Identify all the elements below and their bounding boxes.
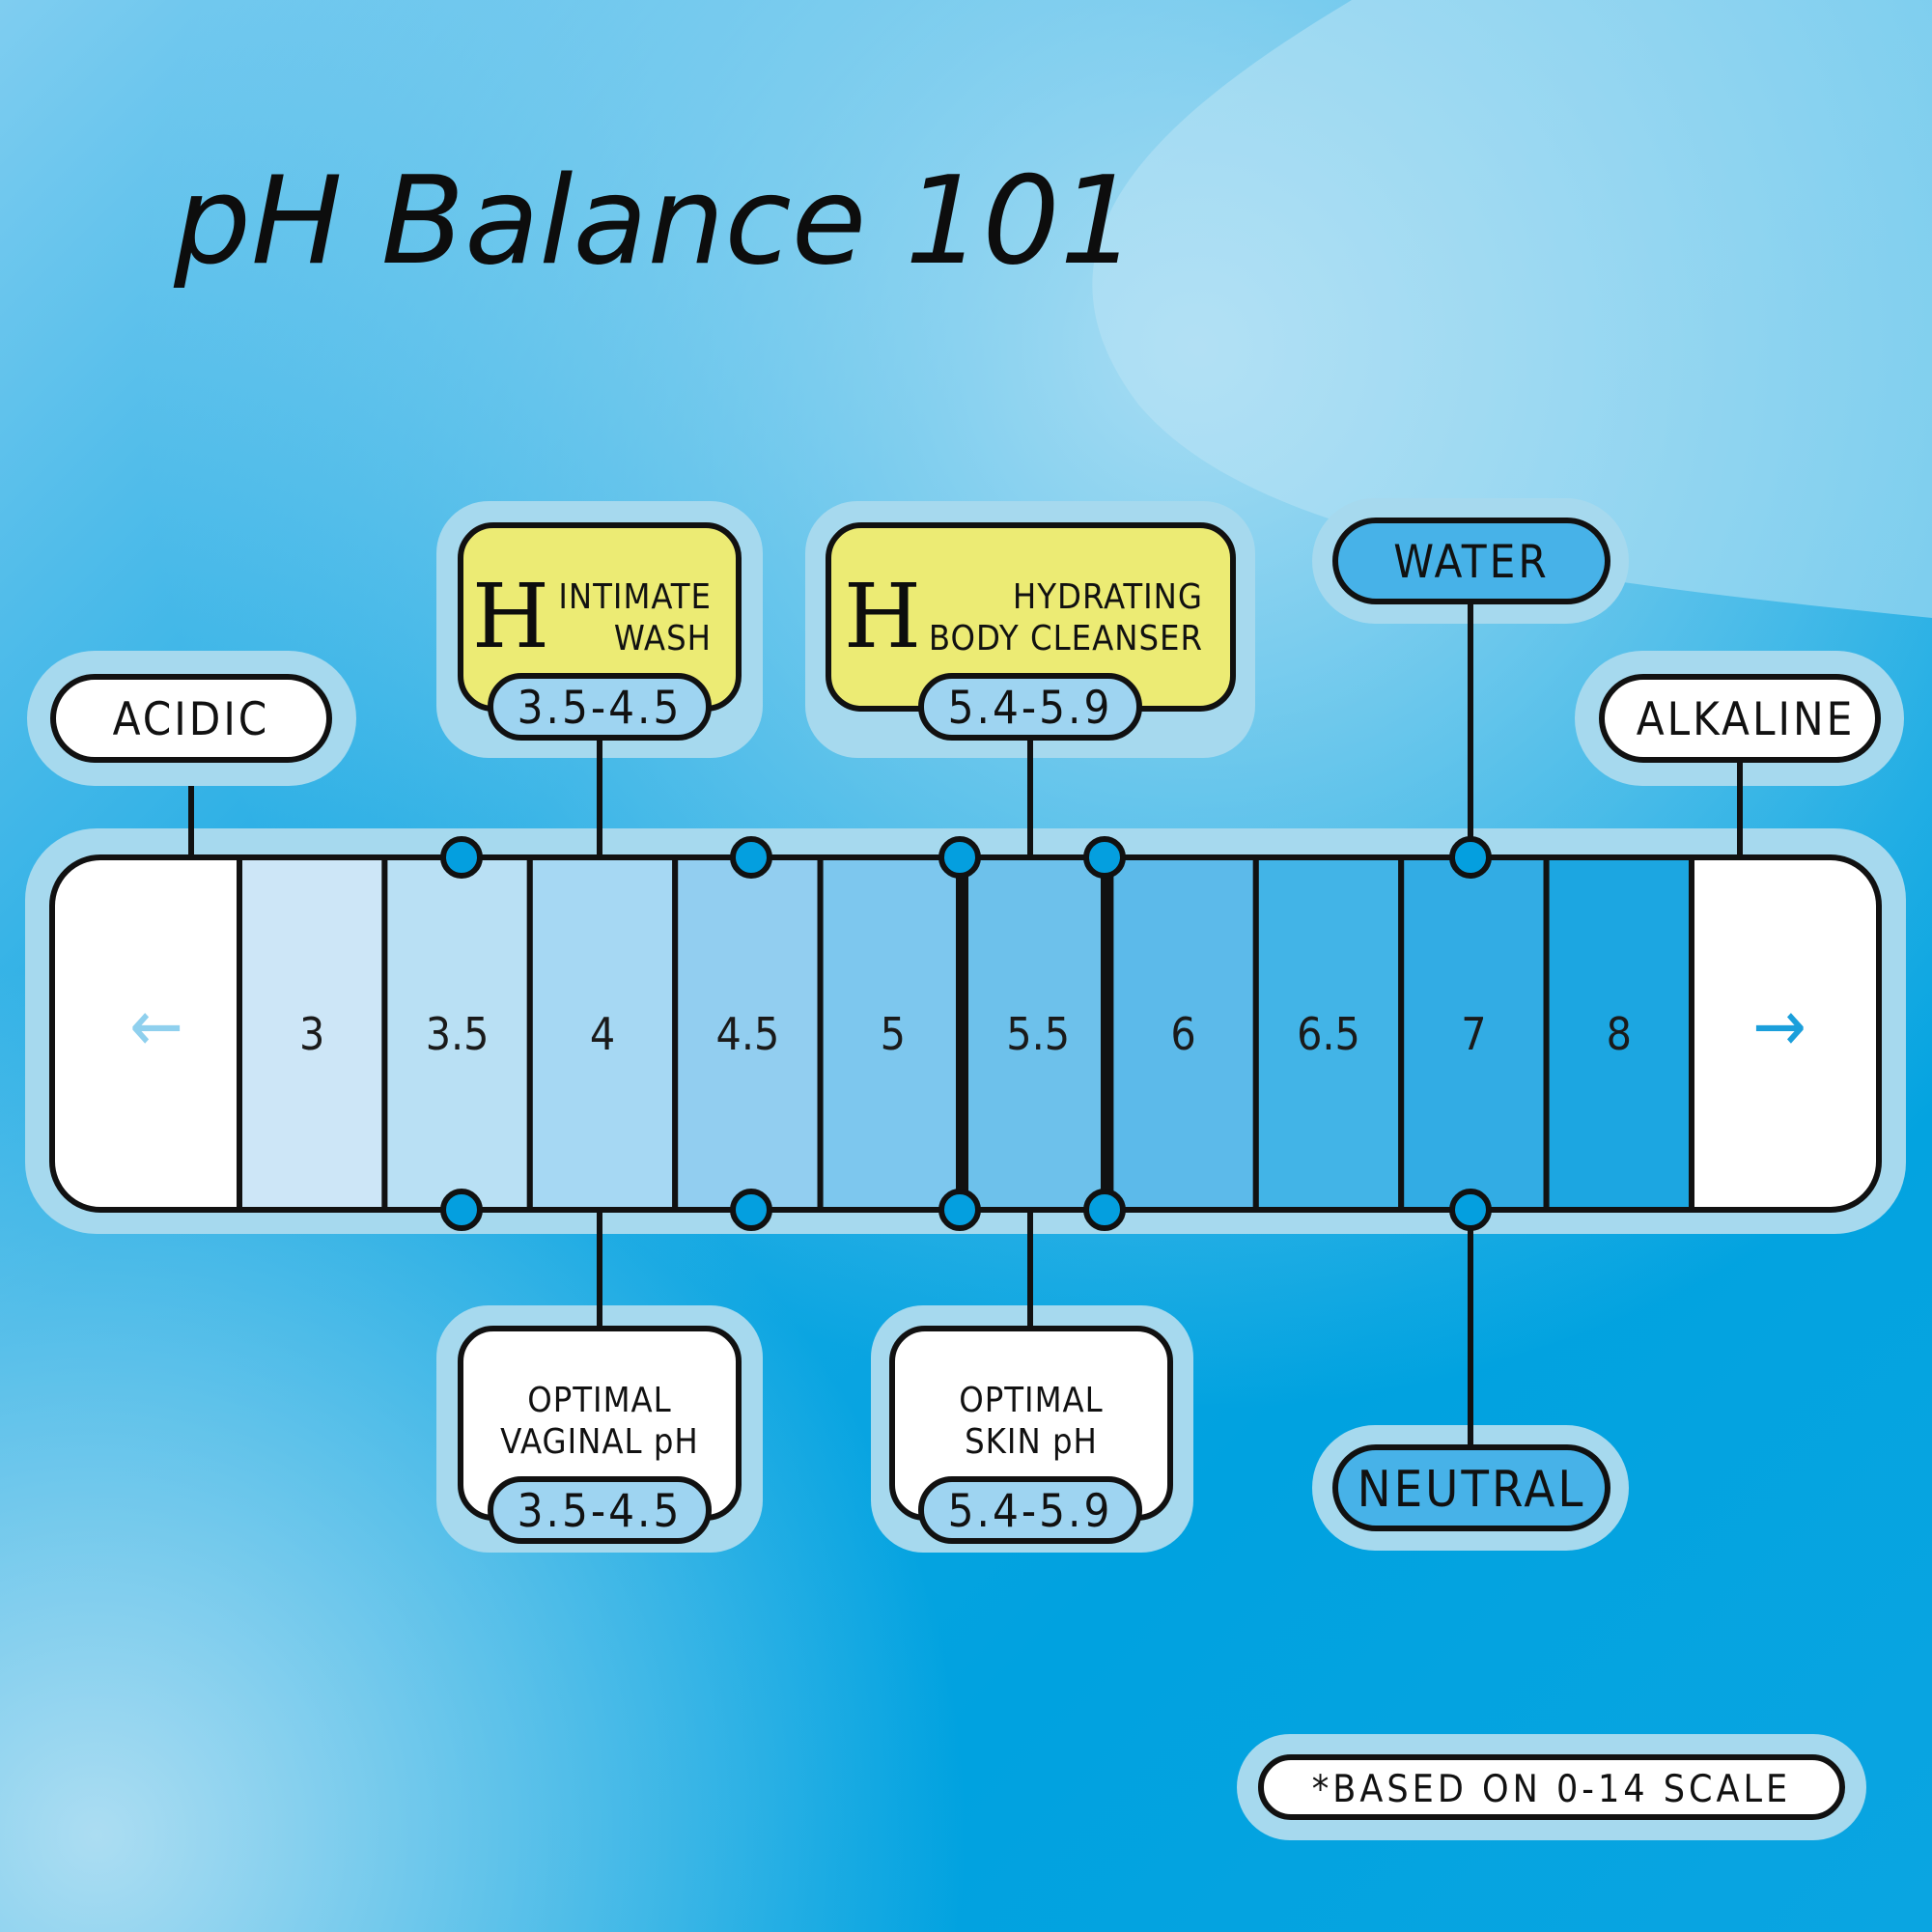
acidic-label-text: ACIDIC: [113, 693, 270, 746]
optimal-vaginal-ph: OPTIMAL VAGINAL pH 3.5-4.5: [458, 1326, 742, 1544]
ph-scale: 3 3.5 4 4.5 5 5.5 6 6.5 7 8 ← →: [49, 836, 1882, 1231]
page-title: pH Balance 101: [173, 150, 1137, 292]
scale-cell-label: 8: [1607, 1008, 1632, 1060]
scale-marker-dot: [440, 836, 483, 879]
acidic-label: ACIDIC: [50, 674, 332, 763]
scale-cell-label: 4: [590, 1008, 615, 1060]
brand-logo-icon: H: [472, 565, 549, 668]
product-intimate-wash: H INTIMATE WASH 3.5-4.5: [458, 522, 742, 741]
scale-cell: [1107, 854, 1259, 1213]
scale-marker-dot: [1083, 1189, 1126, 1231]
product-name-line1: HYDRATING: [1013, 577, 1203, 617]
product-name-line1: INTIMATE: [558, 577, 712, 617]
optimal-line1: OPTIMAL: [959, 1381, 1103, 1420]
optimal-line2: VAGINAL pH: [500, 1422, 699, 1462]
neutral-label-text: NEUTRAL: [1358, 1461, 1586, 1519]
scale-cell-label: 3: [299, 1008, 324, 1060]
connectors: [188, 599, 1743, 1446]
water-label-text: WATER: [1393, 536, 1549, 589]
scale-cell-label: 5.5: [1006, 1008, 1070, 1060]
scale-marker-dot: [1449, 836, 1492, 879]
scale-cell-label: 6: [1170, 1008, 1195, 1060]
scale-marker-dot: [938, 836, 981, 879]
product-range: 5.4-5.9: [948, 682, 1113, 735]
optimal-line1: OPTIMAL: [527, 1381, 671, 1420]
scale-footnote: *BASED ON 0-14 SCALE: [1258, 1754, 1845, 1820]
left-arrow-icon: ←: [129, 985, 183, 1068]
optimal-range: 3.5-4.5: [518, 1485, 683, 1538]
scale-marker-dot: [440, 1189, 483, 1231]
product-range: 3.5-4.5: [518, 682, 683, 735]
scale-marker-dot: [1083, 836, 1126, 879]
optimal-skin-ph: OPTIMAL SKIN pH 5.4-5.9: [889, 1326, 1173, 1544]
product-hydrating-body-cleanser: H HYDRATING BODY CLEANSER 5.4-5.9: [826, 522, 1236, 741]
scale-cell-label: 7: [1461, 1008, 1486, 1060]
scale-marker-dot: [730, 836, 772, 879]
optimal-range: 5.4-5.9: [948, 1485, 1113, 1538]
scale-cell-label: 4.5: [716, 1008, 780, 1060]
neutral-label: NEUTRAL: [1332, 1444, 1610, 1531]
scale-cell-label: 6.5: [1297, 1008, 1360, 1060]
alkaline-label: ALKALINE: [1599, 674, 1881, 763]
scale-marker-dot: [730, 1189, 772, 1231]
scale-dots: [440, 836, 1492, 1231]
scale-cell: [1398, 854, 1550, 1213]
scale-cell: [1543, 854, 1694, 1213]
scale-marker-dot: [1449, 1189, 1492, 1231]
right-arrow-icon: →: [1752, 985, 1806, 1068]
optimal-line2: SKIN pH: [965, 1422, 1098, 1462]
scale-footnote-text: *BASED ON 0-14 SCALE: [1312, 1768, 1791, 1811]
scale-cells: 3 3.5 4 4.5 5 5.5 6 6.5 7 8: [237, 854, 1694, 1213]
scale-cell-label: 3.5: [426, 1008, 490, 1060]
scale-cell: [672, 854, 824, 1213]
scale-marker-dot: [938, 1189, 981, 1231]
water-label: WATER: [1332, 518, 1610, 604]
alkaline-label-text: ALKALINE: [1637, 693, 1856, 746]
product-name-line2: WASH: [614, 619, 712, 658]
product-name-line2: BODY CLEANSER: [929, 619, 1203, 658]
scale-cell-label: 5: [881, 1008, 906, 1060]
brand-logo-icon: H: [844, 565, 921, 668]
